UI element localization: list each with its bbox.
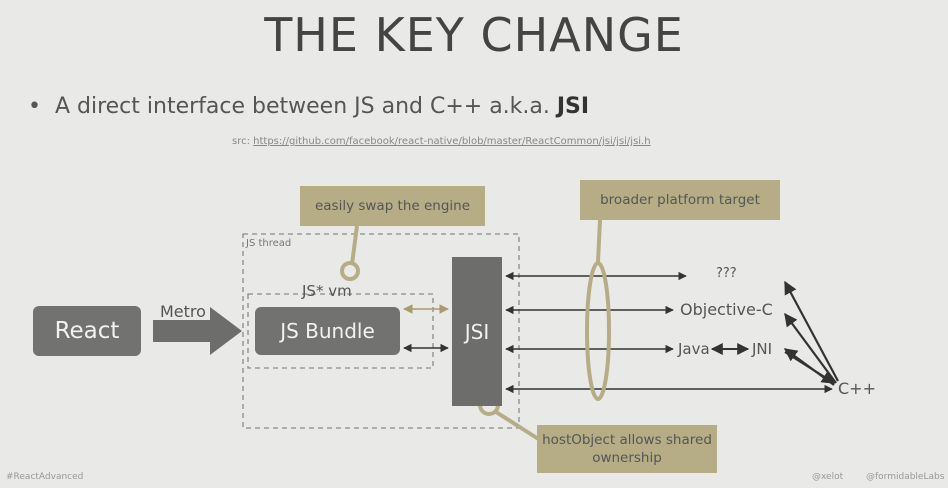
objective-c-label: Objective-C: [680, 300, 773, 319]
platform-target-ellipse: [585, 261, 611, 401]
bullet-jsi: JSI: [556, 94, 590, 119]
source-reference: src: https://github.com/facebook/react-n…: [232, 136, 651, 147]
cpp-label: C++: [838, 379, 876, 398]
swap-engine-pointer: [350, 225, 359, 265]
metro-label: Metro: [160, 302, 206, 321]
swap-engine-ring: [340, 261, 360, 281]
slide-title: THE KEY CHANGE: [264, 8, 684, 62]
js-vm-label: JS* vm: [302, 282, 352, 300]
js-vm-box: [247, 293, 434, 369]
platform-target-pointer: [596, 219, 602, 263]
js-bundle-box: JS Bundle: [255, 307, 400, 355]
footer-handle-2: @formidableLabs: [866, 472, 945, 482]
bullet-dot: •: [28, 94, 55, 119]
metro-arrow: [153, 307, 242, 355]
source-link[interactable]: https://github.com/facebook/react-native…: [253, 136, 651, 147]
unknown-platform-label: ???: [716, 266, 737, 281]
footer-handle-1: @xelot: [812, 472, 844, 482]
platform-target-callout: broader platform target: [580, 180, 780, 220]
footer-hashtag: #ReactAdvanced: [6, 472, 84, 482]
swap-engine-callout: easily swap the engine: [300, 186, 485, 226]
host-object-callout: hostObject allows shared ownership: [537, 425, 717, 473]
source-label: src:: [232, 136, 254, 147]
react-box: React: [33, 306, 141, 356]
js-thread-box: [242, 233, 520, 429]
jni-label: JNI: [752, 340, 773, 358]
jni-cpp-arrow: [784, 351, 836, 384]
cpp-unknown-arrow: [784, 280, 839, 382]
bullet-point: • A direct interface between JS and C++ …: [28, 94, 589, 119]
host-object-pointer: [494, 410, 542, 442]
java-label: Java: [678, 340, 710, 358]
jsi-box: JSI: [452, 257, 502, 406]
bullet-text: A direct interface between JS and C++ a.…: [54, 94, 557, 119]
js-thread-label: JS thread: [246, 238, 292, 249]
cpp-objc-arrow: [784, 312, 837, 384]
